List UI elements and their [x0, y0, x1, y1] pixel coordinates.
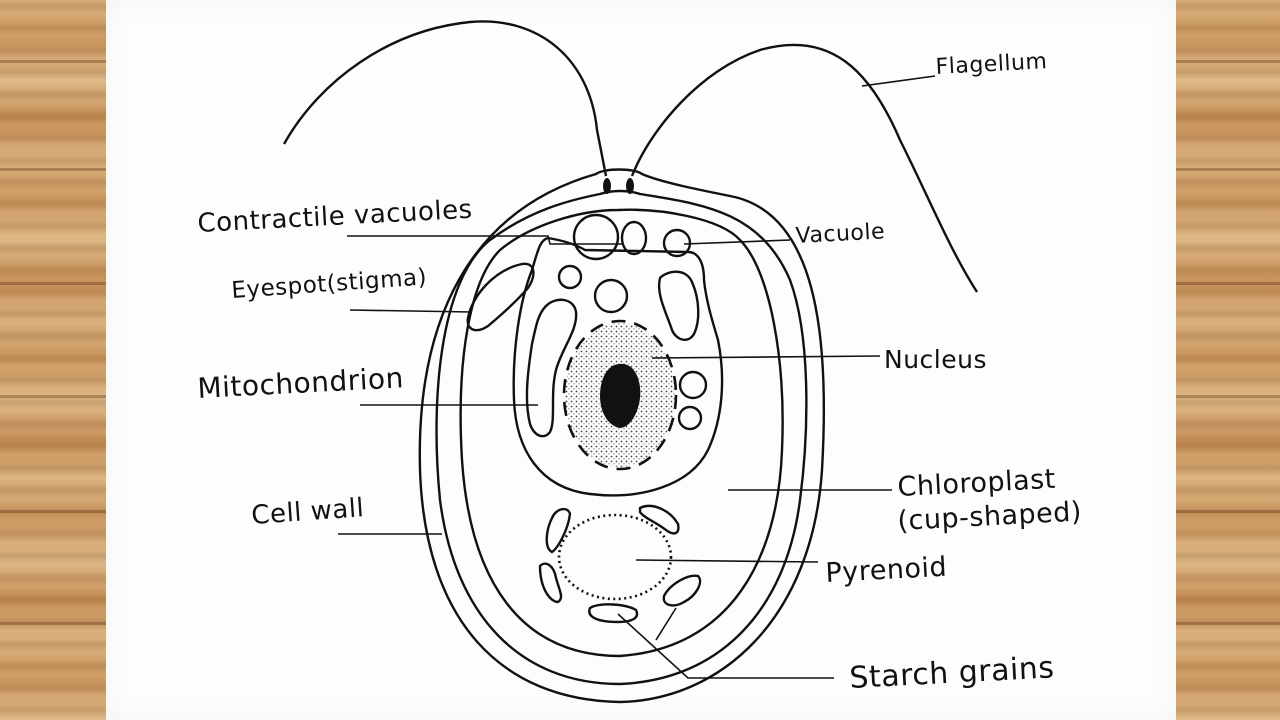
mitochondrion [525, 298, 578, 438]
cell-wall-outer [418, 168, 826, 704]
pyrenoid [557, 513, 673, 601]
label-pyrenoid: Pyrenoid [825, 552, 948, 589]
flagellum-left [282, 20, 608, 177]
label-starch-grains: Starch grains [849, 650, 1056, 696]
vacuole-right-1 [678, 370, 708, 400]
starch-grain-2 [638, 504, 680, 535]
label-mitochondrion: Mitochondrion [197, 361, 405, 405]
nuclear-membrane [562, 319, 678, 471]
leader-flagellum [861, 75, 936, 87]
wood-background-right [1176, 0, 1280, 720]
vacuole-middle [593, 278, 629, 314]
vacuole-small-left [557, 264, 583, 290]
label-chloroplast-line1: Chloroplast [897, 464, 1057, 503]
wood-background-left [0, 0, 106, 720]
eyespot-stigma [466, 262, 535, 332]
leader-starch-grains [617, 607, 834, 679]
starch-grain-5 [662, 574, 702, 607]
leader-pyrenoid [635, 559, 819, 563]
cell-membrane [435, 189, 808, 686]
cytoplasm-cavity [512, 236, 724, 497]
vacuole-right-2 [677, 405, 703, 431]
label-cell-wall: Cell wall [250, 493, 365, 531]
label-vacuole: Vacuole [795, 219, 886, 249]
leader-nucleus [651, 355, 881, 359]
chloroplast-inner-outline [459, 208, 784, 658]
leader-contractile-vacuoles [347, 235, 622, 245]
contractile-vacuole-small [620, 220, 648, 256]
contractile-vacuole-large [572, 213, 620, 261]
label-flagellum: Flagellum [935, 49, 1048, 80]
basal-body-left [603, 178, 611, 194]
label-nucleus: Nucleus [884, 345, 987, 374]
label-eyespot: Eyespot(stigma) [231, 264, 428, 304]
flagellum-right [630, 43, 979, 293]
basal-body-right [626, 178, 634, 194]
leader-eyespot [349, 309, 473, 313]
nucleolus [600, 363, 641, 428]
label-contractile-vacuoles: Contractile vacuoles [197, 195, 474, 239]
chloroplast-hatched-body-right [657, 270, 700, 341]
starch-grain-3 [538, 562, 563, 604]
label-chloroplast-line2: (cup-shaped) [897, 496, 1083, 537]
leader-vacuole [683, 239, 791, 245]
starch-grain-1 [545, 507, 572, 554]
starch-grain-4 [588, 603, 639, 624]
